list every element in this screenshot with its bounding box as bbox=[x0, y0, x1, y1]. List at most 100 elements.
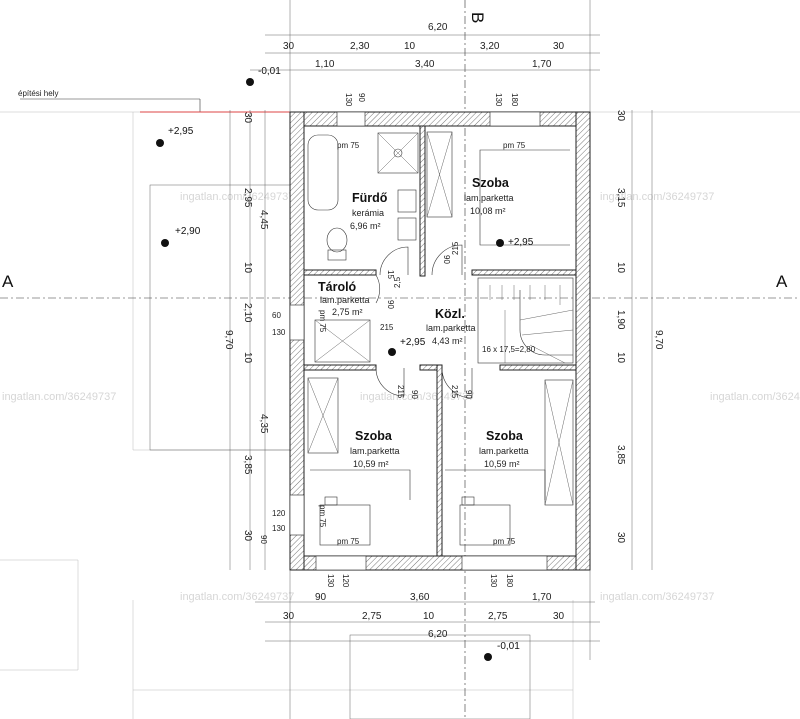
fixtures bbox=[307, 131, 574, 546]
dim-top: 1,10 bbox=[315, 59, 335, 70]
room-name-szoba-sw: Szoba bbox=[355, 429, 393, 443]
room-area-tarolo: 2,75 m² bbox=[332, 307, 363, 317]
level-mark: +2,90 bbox=[175, 226, 201, 237]
dim-left-side: 90 bbox=[259, 535, 268, 544]
door-width: 90 bbox=[442, 255, 451, 264]
watermark: ingatlan.com/36249737 bbox=[180, 591, 294, 603]
door-width: 90 bbox=[464, 390, 473, 399]
door-height: 215 bbox=[380, 323, 394, 332]
stair bbox=[477, 277, 574, 364]
room-name-furdo: Fürdő bbox=[352, 191, 388, 205]
dim-right: 3,15 bbox=[615, 188, 626, 208]
room-material-szoba-se: lam.parketta bbox=[479, 446, 529, 456]
section-mark-a: A bbox=[2, 272, 14, 291]
dim-right: 10 bbox=[615, 352, 626, 364]
dim-left-side: 130 bbox=[272, 328, 286, 337]
section-mark-b: B bbox=[468, 12, 487, 23]
dim-bottom: 10 bbox=[423, 611, 435, 622]
room-labels: Fürdő kerámia 6,96 m² Szoba lam.parketta… bbox=[318, 141, 536, 546]
parapet-label: pm 75 bbox=[318, 310, 327, 333]
dim-bottom: 30 bbox=[283, 611, 295, 622]
dim-left: 30 bbox=[242, 112, 253, 124]
dim-bottom-window: 130 bbox=[326, 574, 335, 588]
section-mark-a: A bbox=[776, 272, 788, 291]
dim-bottom: 30 bbox=[553, 611, 565, 622]
room-name-tarolo: Tároló bbox=[318, 280, 357, 294]
dim-bottom-window: 180 bbox=[505, 574, 514, 588]
door-height: 215 bbox=[396, 385, 405, 399]
door-width: 90 bbox=[410, 390, 419, 399]
dim-top: 10 bbox=[404, 41, 416, 52]
room-area-kozl: 4,43 m² bbox=[432, 336, 463, 346]
dim-right: 10 bbox=[615, 262, 626, 274]
door-height: 215 bbox=[450, 385, 459, 399]
room-area-szoba-se: 10,59 m² bbox=[484, 459, 520, 469]
parapet-label: pm 75 bbox=[318, 505, 327, 528]
parapet-label: pm 75 bbox=[337, 537, 360, 546]
dim-bottom: 2,75 bbox=[362, 611, 382, 622]
room-material-szoba-ne: lam.parketta bbox=[464, 193, 514, 203]
door-dims: 90 215 215 90 215 90 215 90 15 2,5 bbox=[380, 241, 473, 399]
dim-right: 30 bbox=[615, 532, 626, 544]
dim-top-window: 90 bbox=[357, 93, 366, 102]
dim-top-window: 180 bbox=[510, 93, 519, 107]
windows bbox=[289, 111, 548, 571]
room-name-szoba-ne: Szoba bbox=[472, 176, 510, 190]
dim-left-side: 60 bbox=[272, 311, 281, 320]
stair-label: 16 x 17,5=2,80 bbox=[482, 345, 536, 354]
section-marks: A A B építési hely bbox=[2, 12, 788, 291]
room-name-kozl: Közl. bbox=[435, 307, 465, 321]
dimension-text: 6,20 30 2,30 10 3,20 30 1,10 3,40 1,70 1… bbox=[223, 22, 664, 640]
door-height: 215 bbox=[451, 241, 460, 255]
room-name-szoba-se: Szoba bbox=[486, 429, 524, 443]
site-lines bbox=[0, 98, 800, 719]
dim-total-left: 9,70 bbox=[223, 330, 234, 350]
dim-right: 30 bbox=[615, 110, 626, 122]
dim-right: 1,90 bbox=[615, 310, 626, 330]
parapet-label: pm 75 bbox=[503, 141, 526, 150]
room-material-furdo: kerámia bbox=[352, 208, 384, 218]
dim-top-window: 130 bbox=[494, 93, 503, 107]
dim-total-top: 6,20 bbox=[428, 22, 448, 33]
parapet-label: pm 75 bbox=[337, 141, 360, 150]
watermark: ingatlan.com/36249737 bbox=[180, 191, 294, 203]
watermark: ingatlan.com/36249737 bbox=[600, 191, 714, 203]
dim-right: 3,85 bbox=[615, 445, 626, 465]
watermarks: ingatlan.com/36249737 ingatlan.com/36249… bbox=[2, 191, 800, 603]
level-mark: -0,01 bbox=[258, 66, 281, 77]
dim-left: 4,45 bbox=[258, 210, 269, 230]
parapet-label: pm 75 bbox=[493, 537, 516, 546]
dim-top: 30 bbox=[283, 41, 295, 52]
watermark: ingatlan.com/36249737 bbox=[2, 391, 116, 403]
dim-top: 3,40 bbox=[415, 59, 435, 70]
dim-bottom-window: 120 bbox=[341, 574, 350, 588]
door-dim: 2,5 bbox=[393, 276, 402, 288]
room-area-furdo: 6,96 m² bbox=[350, 221, 381, 231]
dim-left-side: 130 bbox=[272, 524, 286, 533]
dim-left: 2,95 bbox=[242, 188, 253, 208]
dim-bottom: 2,75 bbox=[488, 611, 508, 622]
dim-top: 3,20 bbox=[480, 41, 500, 52]
dim-left-side: 120 bbox=[272, 509, 286, 518]
room-area-szoba-ne: 10,08 m² bbox=[470, 206, 506, 216]
dim-top-window: 130 bbox=[344, 93, 353, 107]
dim-top: 1,70 bbox=[532, 59, 552, 70]
dim-total-bottom: 6,20 bbox=[428, 629, 448, 640]
room-material-szoba-sw: lam.parketta bbox=[350, 446, 400, 456]
level-mark: +2,95 bbox=[168, 126, 194, 137]
dim-bottom: 3,60 bbox=[410, 592, 430, 603]
building-site-label: építési hely bbox=[18, 89, 58, 98]
watermark: ingatlan.com/36249737 bbox=[600, 591, 714, 603]
level-mark: +2,95 bbox=[508, 237, 534, 248]
dim-bottom-window: 130 bbox=[489, 574, 498, 588]
room-material-tarolo: lam.parketta bbox=[320, 295, 370, 305]
dim-bottom: 1,70 bbox=[532, 592, 552, 603]
dimension-lines bbox=[229, 0, 653, 719]
levels: +2,95 +2,90 +2,95 +2,95 -0,01 -0,01 bbox=[156, 66, 534, 661]
door-width: 90 bbox=[386, 300, 395, 309]
watermark: ingatlan.com/36249737 bbox=[360, 391, 474, 403]
dim-left: 2,10 bbox=[242, 303, 253, 323]
dim-left: 10 bbox=[242, 262, 253, 274]
dim-left: 30 bbox=[242, 530, 253, 542]
